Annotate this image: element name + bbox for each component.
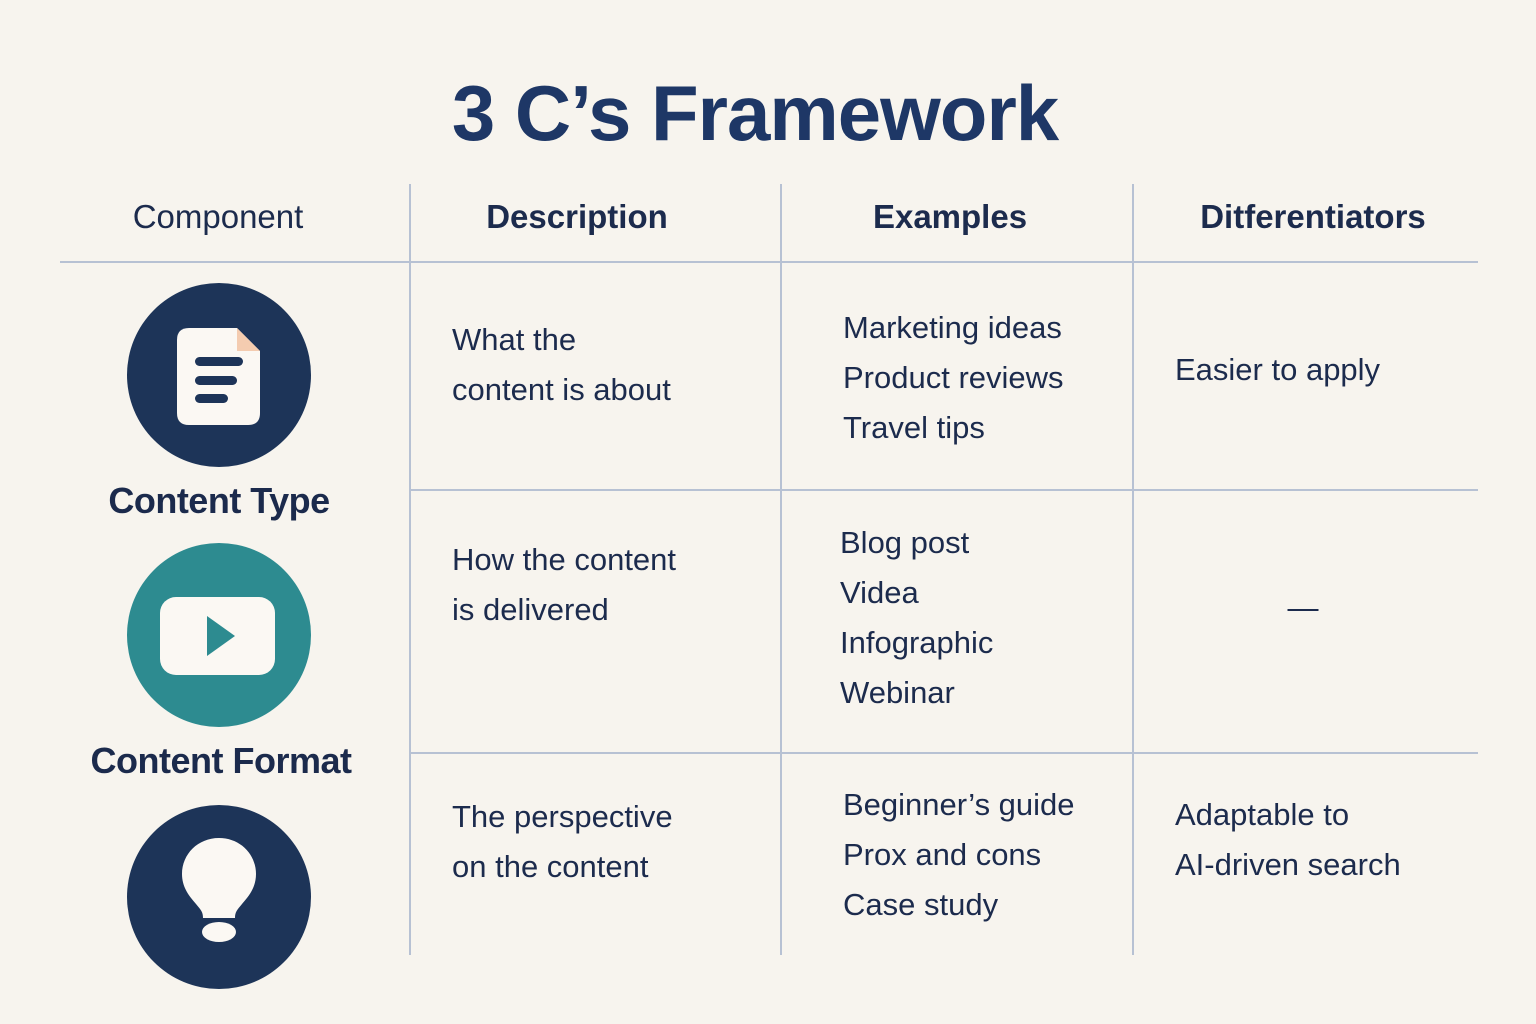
description-cell-row-2: How the content is delivered bbox=[452, 542, 677, 627]
example-item: Webinar bbox=[840, 675, 955, 710]
table-divider-vertical-2 bbox=[780, 184, 782, 955]
table-divider-vertical-3 bbox=[1132, 184, 1134, 955]
page-title: 3 C’s Framework bbox=[451, 69, 1059, 157]
column-header-component: Component bbox=[132, 198, 304, 235]
column-header-examples: Examples bbox=[872, 198, 1028, 235]
example-item: Infographic bbox=[840, 625, 994, 660]
example-item: Product reviews bbox=[843, 360, 1064, 395]
example-item: Prox and cons bbox=[843, 837, 1042, 872]
example-item: Beginner’s guide bbox=[843, 787, 1075, 822]
column-header-differentiators: Ditferentiators bbox=[1200, 198, 1426, 235]
description-cell-row-1: What the content is about bbox=[452, 322, 671, 407]
example-item: Case study bbox=[843, 887, 999, 922]
row-label-content-format: Content Format bbox=[90, 740, 352, 781]
table-header-underline bbox=[60, 261, 1478, 263]
differentiator-cell-row-2: — bbox=[1287, 590, 1319, 625]
lightbulb-icon bbox=[127, 805, 311, 989]
example-item: Videa bbox=[840, 575, 919, 610]
column-header-description: Description bbox=[486, 198, 668, 235]
differentiator-cell-row-3: Adaptable to AI-driven search bbox=[1175, 797, 1401, 882]
description-cell-row-3: The perspective on the content bbox=[452, 799, 673, 884]
differentiator-cell-row-1: Easier to apply bbox=[1175, 352, 1381, 387]
table-divider-row-2-3 bbox=[409, 752, 1478, 754]
table-divider-row-1-2 bbox=[409, 489, 1478, 491]
document-icon bbox=[127, 283, 311, 467]
table-divider-vertical-1 bbox=[409, 184, 411, 955]
example-item: Blog post bbox=[840, 525, 970, 560]
example-item: Travel tips bbox=[843, 410, 985, 445]
example-item: Marketing ideas bbox=[843, 310, 1062, 345]
video-play-icon bbox=[127, 543, 311, 727]
row-label-content-type: Content Type bbox=[108, 480, 330, 521]
